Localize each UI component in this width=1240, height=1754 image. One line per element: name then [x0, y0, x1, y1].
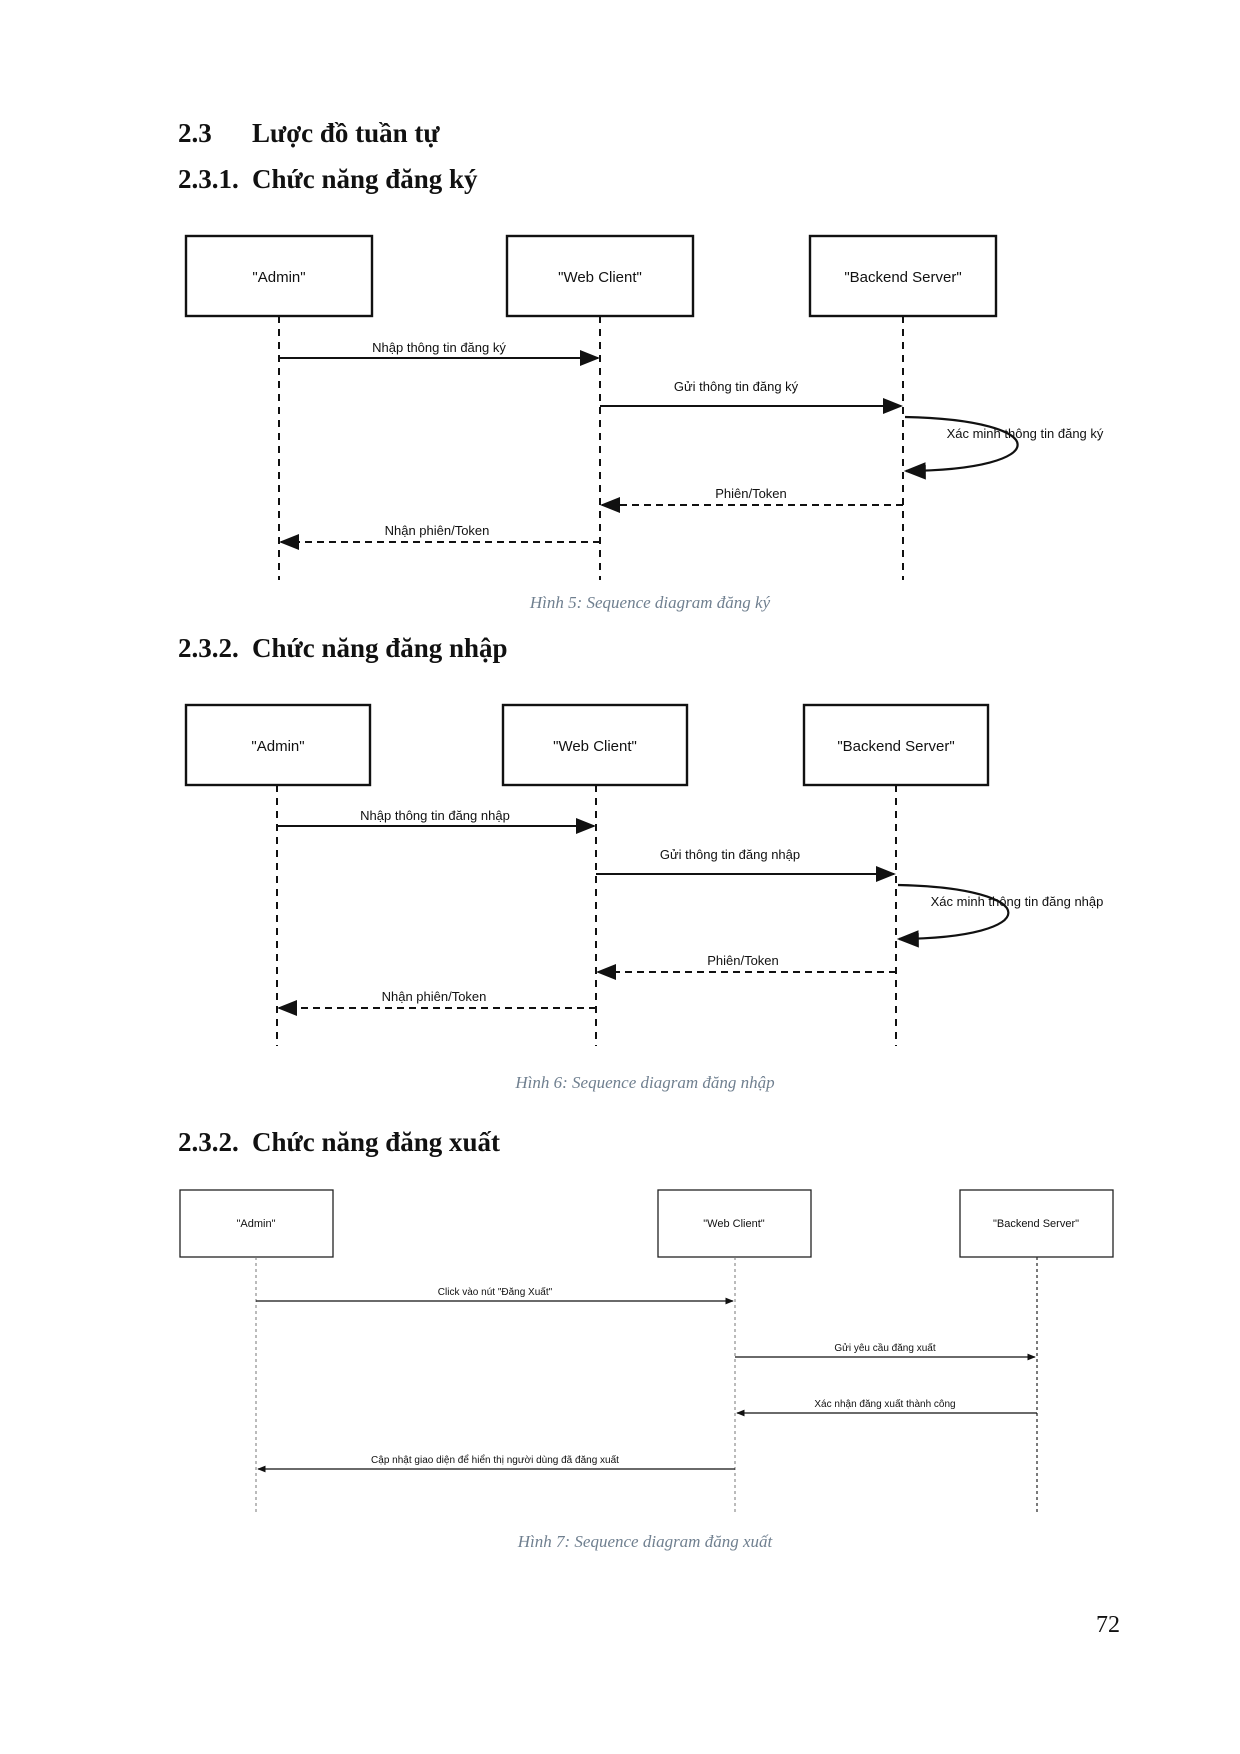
- section-title: Chức năng đăng xuất: [252, 1127, 501, 1157]
- page-number: 72: [1096, 1612, 1120, 1638]
- section-title: Lược đồ tuần tự: [252, 118, 440, 148]
- message-label: Phiên/Token: [707, 953, 779, 968]
- section-number: 2.3.1.: [178, 164, 239, 194]
- message-label: Gửi thông tin đăng ký: [674, 379, 799, 394]
- section-title: Chức năng đăng ký: [252, 164, 478, 194]
- participant-box-admin: [184, 234, 374, 318]
- message-label: Nhập thông tin đăng nhập: [360, 808, 510, 823]
- participant-box-admin: [184, 703, 372, 787]
- section-heading-login: 2.3.2. Chức năng đăng nhập: [178, 633, 508, 664]
- message-label: Nhận phiên/Token: [385, 523, 490, 538]
- participant-box-backend-server: [808, 234, 998, 318]
- figure-caption-register: Hình 5: Sequence diagram đăng ký: [529, 593, 771, 612]
- section-number: 2.3.2.: [178, 633, 239, 663]
- participant-label-admin: "Admin": [237, 1218, 276, 1230]
- section-number: 2.3.2.: [178, 1127, 239, 1157]
- participant-box-admin: [179, 1189, 334, 1258]
- section-title: Chức năng đăng nhập: [252, 633, 508, 663]
- message-label: Nhận phiên/Token: [382, 989, 487, 1004]
- figure-caption-login: Hình 6: Sequence diagram đăng nhập: [515, 1073, 775, 1092]
- section-number: 2.3: [178, 118, 212, 148]
- participant-label-admin: "Admin": [252, 269, 305, 286]
- message-label: Gửi thông tin đăng nhập: [660, 847, 800, 862]
- participant-box-web-client: [505, 234, 695, 318]
- message-label: Phiên/Token: [715, 486, 787, 501]
- message-label: Xác nhận đăng xuất thành công: [814, 1398, 955, 1410]
- participant-label-backend-server: "Backend Server": [844, 269, 961, 286]
- section-heading-main: 2.3 Lược đồ tuần tự: [178, 118, 440, 149]
- section-heading-register: 2.3.1. Chức năng đăng ký: [178, 164, 478, 195]
- message-label: Xác minh thông tin đăng nhập: [931, 894, 1104, 909]
- participant-label-admin: "Admin": [251, 738, 304, 755]
- participant-label-backend-server: "Backend Server": [993, 1218, 1079, 1230]
- self-message-arrow: [896, 883, 1010, 948]
- section-heading-logout: 2.3.2. Chức năng đăng xuất: [178, 1127, 500, 1158]
- message-label: Cập nhật giao diện để hiển thị người dùn…: [371, 1454, 619, 1466]
- participant-box-backend-server: [802, 703, 990, 787]
- participant-label-backend-server: "Backend Server": [837, 738, 954, 755]
- participant-box-backend-server: [959, 1189, 1114, 1258]
- message-label: Xác minh thông tin đăng ký: [947, 426, 1104, 441]
- message-label: Click vào nút "Đăng Xuất": [438, 1286, 553, 1298]
- figure-caption-logout: Hình 7: Sequence diagram đăng xuất: [517, 1532, 773, 1551]
- message-label: Nhập thông tin đăng ký: [372, 340, 506, 355]
- participant-box-web-client: [501, 703, 689, 787]
- self-message-arrow: [903, 415, 1019, 480]
- participant-box-web-client: [657, 1189, 812, 1258]
- message-label: Gửi yêu cầu đăng xuất: [834, 1342, 935, 1354]
- participant-label-web-client: "Web Client": [553, 738, 637, 755]
- participant-label-web-client: "Web Client": [703, 1218, 765, 1230]
- participant-label-web-client: "Web Client": [558, 269, 642, 286]
